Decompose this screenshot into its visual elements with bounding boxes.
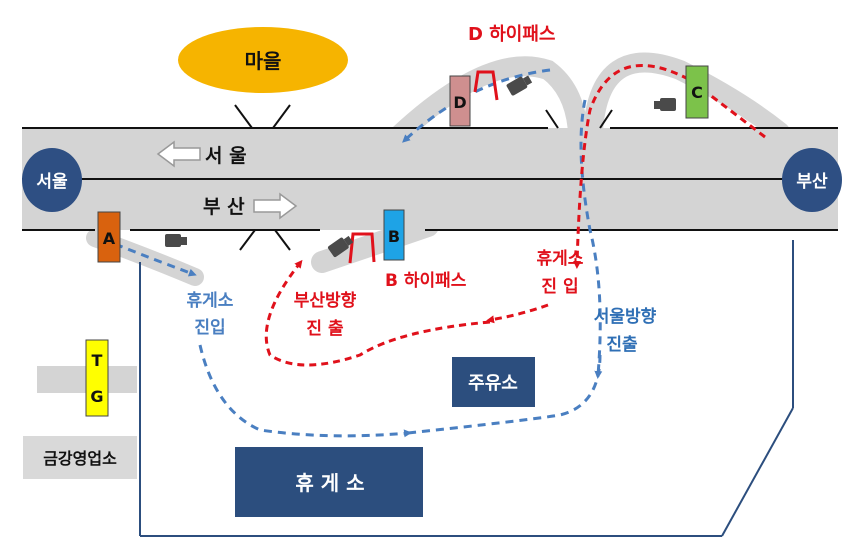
arrow-right-icon <box>253 192 298 220</box>
arrow-left-icon <box>156 140 201 168</box>
ramp-c-exit <box>583 52 790 142</box>
rest-entry-right-label-2: 진 입 <box>541 277 578 297</box>
tg-label-t: T <box>92 351 103 370</box>
rest-entry-left-label-2: 진입 <box>194 318 225 338</box>
seoul-exit-label-2: 진출 <box>606 335 638 355</box>
hipass-d-gate-icon <box>473 70 499 101</box>
gate-b-box <box>383 209 405 261</box>
camera-icon <box>654 98 676 111</box>
blue-paths <box>114 68 603 438</box>
rest-entry-left-label-1: 휴게소 <box>187 290 234 311</box>
camera-icon <box>328 235 354 258</box>
rest-area-boundary <box>139 240 794 537</box>
rest-area-label: 휴 게 소 <box>295 471 364 495</box>
village-ellipse <box>178 27 348 93</box>
camera-icon <box>506 75 533 96</box>
camera-icon <box>165 234 187 247</box>
busan-exit-label-1: 부산방향 <box>294 290 357 311</box>
village-label: 마을 <box>245 49 282 73</box>
tg-label-g: G <box>90 387 103 406</box>
gas-station-box <box>452 357 535 407</box>
tg-box <box>85 339 109 417</box>
hipass-b-label: B 하이패스 <box>385 271 467 291</box>
gate-d-box <box>449 75 471 127</box>
seoul-circle <box>22 148 82 212</box>
direction-busan: 부 산 <box>203 196 245 218</box>
rest-entry-right-label-1: 휴게소 <box>537 248 584 269</box>
gate-a-label: A <box>103 229 116 248</box>
busan-circle <box>782 148 842 212</box>
ramp-d-entry <box>388 56 588 146</box>
gate-c-label: C <box>691 83 703 102</box>
hipass-d-label: D 하이패스 <box>468 24 555 45</box>
office-box <box>23 436 137 479</box>
busan-exit-label-2: 진 출 <box>306 319 344 339</box>
rest-area-box <box>235 447 423 517</box>
gate-b-label: B <box>388 227 400 246</box>
ramp-b-exit <box>311 215 439 273</box>
gate-a-box <box>97 211 121 263</box>
seoul-label: 서울 <box>36 172 68 192</box>
office-label: 금강영업소 <box>43 449 117 468</box>
hipass-b-gate-icon <box>348 232 376 264</box>
gate-c-box <box>685 65 709 119</box>
direction-seoul: 서 울 <box>205 145 247 167</box>
overpass-marks <box>234 104 613 251</box>
gas-station-label: 주유소 <box>468 373 518 394</box>
seoul-exit-label-1: 서울방향 <box>594 306 657 327</box>
busan-label: 부산 <box>796 172 828 192</box>
red-paths <box>264 64 766 367</box>
gate-d-label: D <box>453 93 466 112</box>
